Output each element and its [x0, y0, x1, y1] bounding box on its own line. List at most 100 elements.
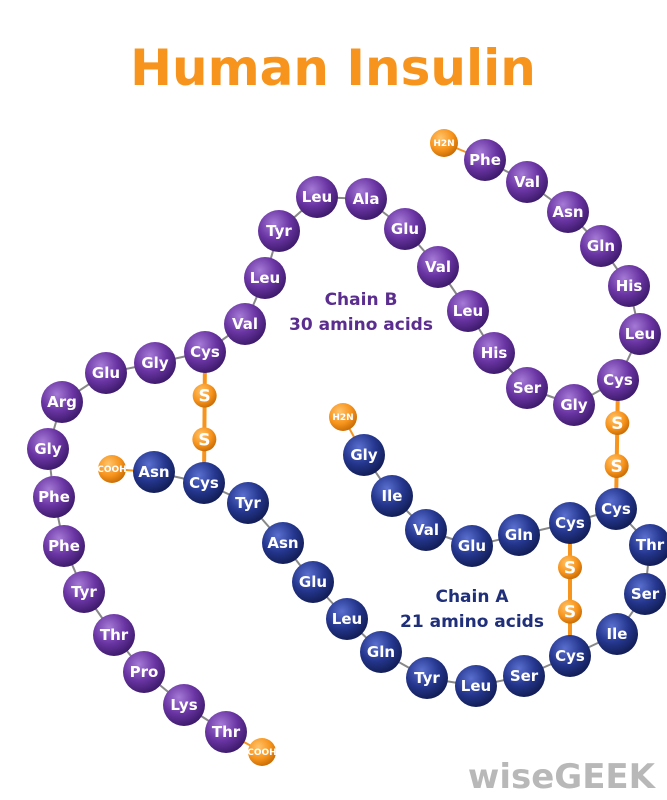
chain_b-residue: Pro: [123, 651, 165, 693]
chain_b-residue-bead: [93, 614, 135, 656]
chain_b-residue-bead: [597, 359, 639, 401]
chain_b-residue: Glu: [384, 208, 426, 250]
chain_b-residue: Leu: [296, 176, 338, 218]
chain_b-residue-label: Lys: [170, 696, 197, 714]
chain-a-n-terminus: H2N: [329, 403, 357, 431]
chain_a-residue-bead: [549, 502, 591, 544]
chain_b-residue-label: Val: [425, 258, 451, 276]
chain_b-residue-bead: [580, 225, 622, 267]
disulfide-bond: SS: [192, 351, 217, 484]
chain_b-residue: Glu: [85, 352, 127, 394]
chain_b-residue-bead: [224, 303, 266, 345]
chain_a-residue-label: Val: [413, 521, 439, 539]
chain_b-residue-label: Gly: [34, 440, 61, 458]
chain_b-residue: Asn: [547, 191, 589, 233]
chain_a-residue-label: Gln: [505, 526, 533, 544]
chain_a-residue-bead: [183, 462, 225, 504]
chain_b-residue-label: Glu: [391, 220, 419, 238]
chain_b-residue-label: Gly: [141, 354, 168, 372]
chain_b-residue: Leu: [447, 290, 489, 332]
chain_b-residue-label: Gln: [587, 237, 615, 255]
chain_a-residue: Asn: [262, 522, 304, 564]
chain_b-residue: Arg: [41, 381, 83, 423]
chain_b-residue-bead: [63, 571, 105, 613]
chain_b-residue-bead: [258, 210, 300, 252]
chain_b-residue-bead: [163, 684, 205, 726]
chain_b-residue-bead: [123, 651, 165, 693]
chain_b-residue-label: His: [481, 344, 508, 362]
chain_b-residue: Cys: [184, 331, 226, 373]
chain_b-residue: Phe: [464, 139, 506, 181]
chain_b-residue-bead: [184, 331, 226, 373]
chain_b-residue-label: Tyr: [266, 222, 292, 240]
chain_a-residue-label: Gln: [367, 643, 395, 661]
chain_b-residue: Leu: [619, 313, 661, 355]
chain_b-residue-label: Val: [514, 173, 540, 191]
chain_b-residue-bead: [296, 176, 338, 218]
sulfur-atom: [605, 411, 630, 435]
chain-a-c-terminus-label: COOH: [97, 465, 126, 475]
chain_a-residue-label: Leu: [332, 610, 362, 628]
chain-a-c-terminus: COOH: [97, 455, 127, 483]
chain_a-residue-bead: [405, 509, 447, 551]
chain_a-residue: Thr: [629, 524, 667, 566]
chain_a-residue: Ser: [624, 573, 666, 615]
chain_a-residue-label: Asn: [267, 534, 298, 552]
chain_b-residue-bead: [608, 265, 650, 307]
chain-b-n-terminus-bead: [430, 129, 458, 157]
chain-a-c-terminus-bead: [98, 455, 126, 483]
sulfur-atom-label: S: [564, 558, 576, 578]
chain_b-residue-label: Leu: [302, 188, 332, 206]
chain_b-residue-label: Ser: [513, 379, 542, 397]
chain_a-residue-bead: [360, 631, 402, 673]
chain_a-residue-bead: [549, 635, 591, 677]
chain-b-c-terminus-bead: [248, 738, 276, 766]
chain_a-residue: Ile: [596, 613, 638, 655]
chain_a-residue-label: Cys: [189, 474, 219, 492]
chain_b-residue: Tyr: [63, 571, 105, 613]
chain-b-n-terminus: H2N: [430, 129, 458, 157]
chain_a-residue-bead: [455, 665, 497, 707]
chain-b-c-terminus: COOH: [247, 738, 277, 766]
chain-b-caption-line1: Chain B: [325, 290, 398, 310]
chain_b-residue-bead: [417, 246, 459, 288]
sulfur-atom: [558, 599, 582, 624]
chain_b-residue-bead: [134, 342, 176, 384]
sulfur-atom: [192, 427, 217, 452]
chain_a-residue-bead: [498, 514, 540, 556]
disulfide-bond-line: [614, 379, 620, 510]
chain_a-residue-label: Cys: [555, 514, 585, 532]
chain_a-residue-label: Cys: [601, 500, 631, 518]
disulfide-bond: SS: [558, 523, 582, 656]
chain_b-residue-label: Glu: [92, 364, 120, 382]
chain_b-residue-label: Thr: [100, 626, 129, 644]
chain-b-n-terminus-label: H2N: [433, 139, 454, 149]
chain_a-residue-label: Tyr: [235, 494, 261, 512]
chain_b-residue-label: Leu: [625, 325, 655, 343]
chain_a-residue-label: Glu: [458, 537, 486, 555]
chain_b-residue-label: Gly: [560, 396, 587, 414]
chain-a-n-terminus-label: H2N: [332, 413, 353, 423]
chain_b-residue-bead: [619, 313, 661, 355]
chain_b-residue-label: Cys: [190, 343, 220, 361]
chain-b-c-terminus-label: COOH: [247, 748, 276, 758]
chain_b-residue-label: Pro: [130, 663, 159, 681]
chain_a-residue-label: Ile: [382, 487, 403, 505]
chain_b-residue: Lys: [163, 684, 205, 726]
chain_b-residue: Leu: [244, 257, 286, 299]
chain_b-residue: Gly: [134, 342, 176, 384]
disulfide-bond-line: [202, 351, 207, 484]
chain_a-residue-label: Ser: [631, 585, 660, 603]
chain-a-caption-line2: 21 amino acids: [400, 612, 544, 632]
chain_b-residue-label: Leu: [250, 269, 280, 287]
chain_a-residue: Gln: [360, 631, 402, 673]
chain_a-residue: Asn: [133, 451, 175, 493]
chain_b-residue-bead: [85, 352, 127, 394]
chain_a-residue-bead: [596, 613, 638, 655]
sulfur-atom-label: S: [199, 387, 211, 407]
chain_b-residue: Phe: [43, 525, 85, 567]
chain_b-residue-bead: [33, 476, 75, 518]
chain_a-residue-bead: [406, 657, 448, 699]
chain_a-residue-label: Cys: [555, 647, 585, 665]
sulfur-atom-label: S: [198, 430, 210, 450]
